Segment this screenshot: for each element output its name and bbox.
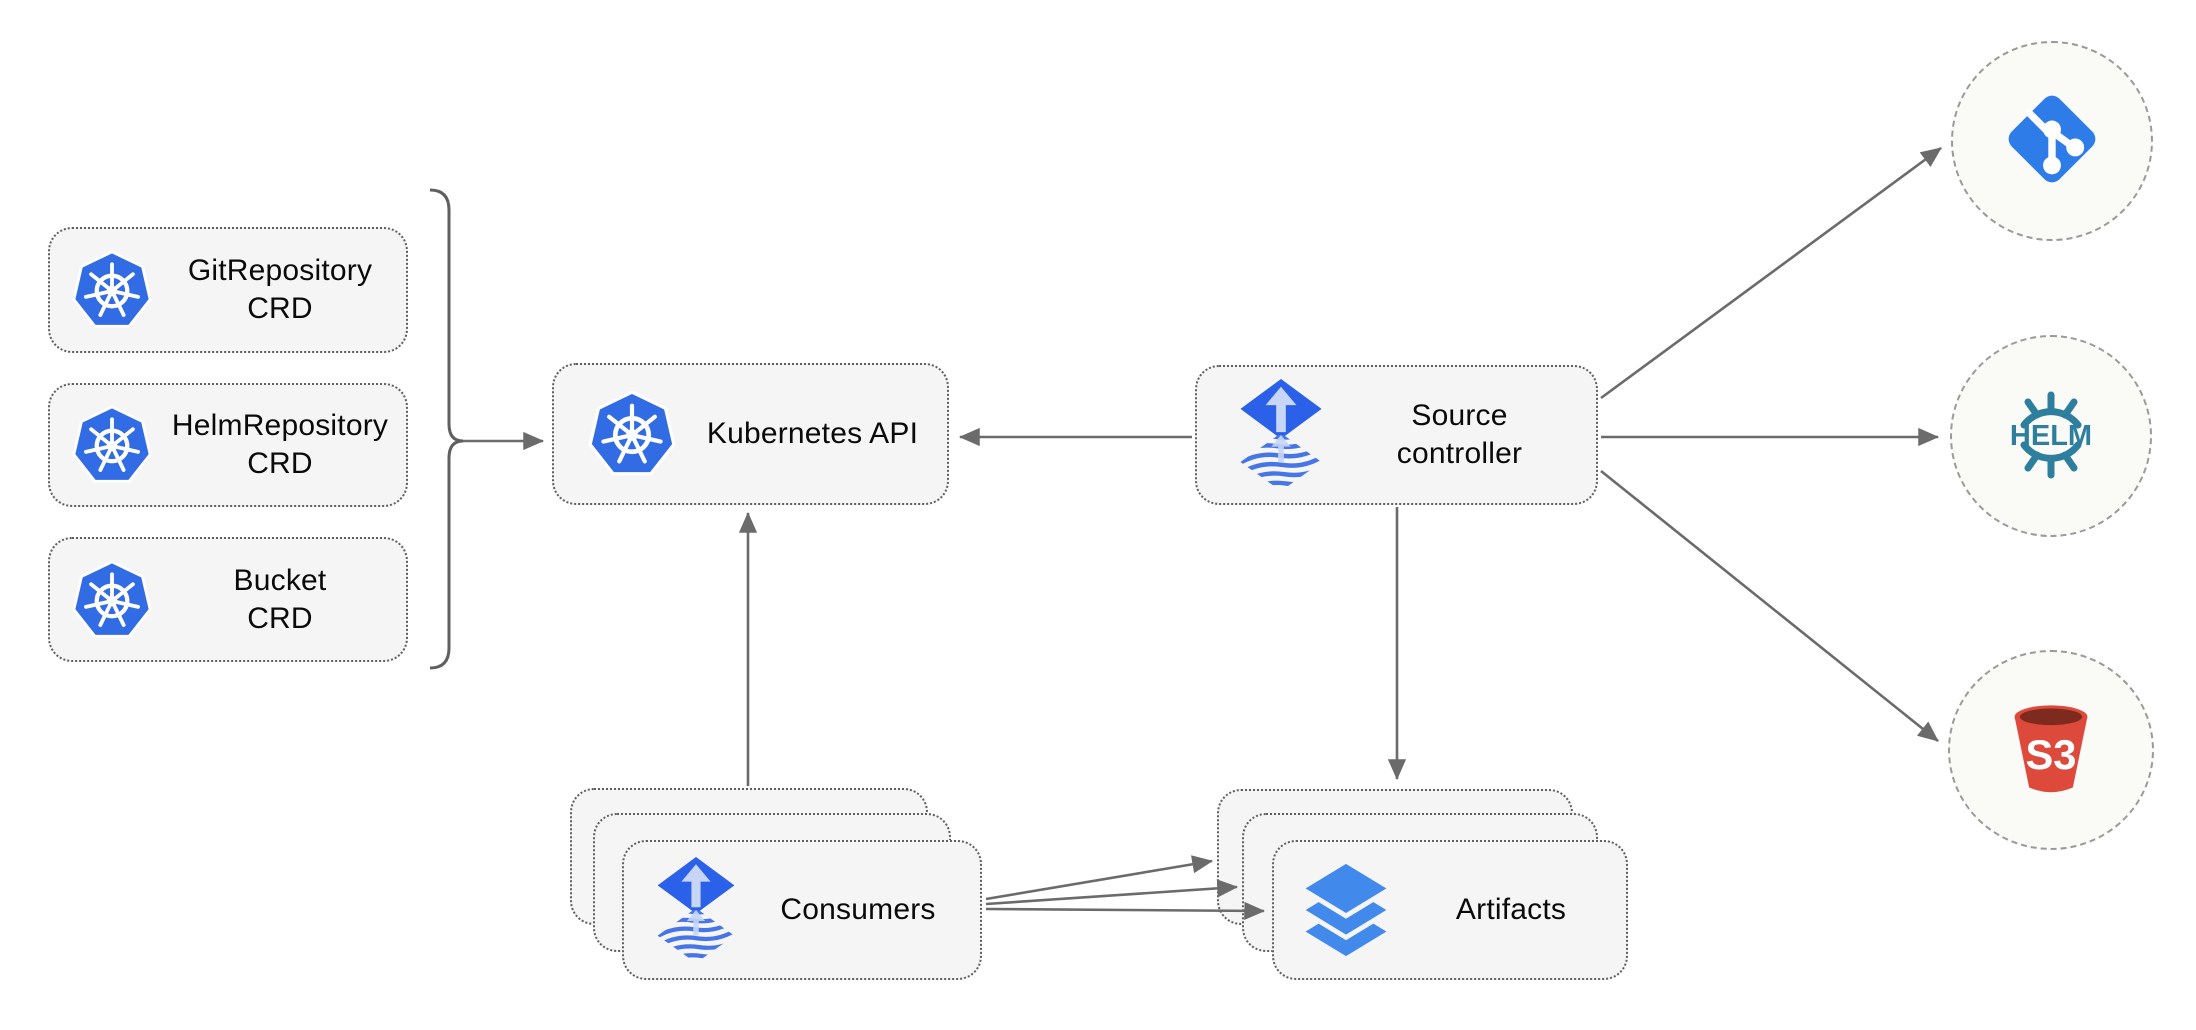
gitrepository-crd-label: GitRepository CRD: [187, 254, 373, 325]
kubernetes-icon: [70, 558, 154, 642]
helm-logo-text: HELM: [2010, 420, 2092, 452]
helm-endpoint-circle: HELM: [1950, 335, 2152, 537]
kubernetes-icon: [70, 248, 154, 332]
arrow-source-to-s3: [1600, 469, 1939, 743]
layers-icon: [1296, 861, 1396, 959]
arrow-source-to-git: [1600, 146, 1942, 400]
helmrepository-crd-label: HelmRepository CRD: [171, 409, 389, 480]
artifacts-label: Artifacts: [1455, 893, 1567, 926]
git-endpoint-circle: [1951, 41, 2153, 241]
gitrepository-crd-node: GitRepository CRD: [48, 227, 408, 353]
s3-endpoint-circle: S3: [1948, 650, 2154, 850]
git-icon: [1994, 81, 2110, 202]
kubernetes-icon: [70, 403, 154, 487]
helmrepository-crd-node: HelmRepository CRD: [48, 383, 408, 507]
crd-group-brace: [429, 188, 464, 670]
kubernetes-api-label: Kubernetes API: [706, 417, 919, 450]
source-controller-label: Source controller: [1396, 399, 1523, 470]
flux-source-icon: [656, 857, 736, 963]
helm-icon: HELM: [2001, 384, 2101, 489]
artifacts-node: Artifacts: [1272, 840, 1628, 980]
flux-source-icon: [1239, 379, 1323, 491]
kubernetes-api-node: Kubernetes API: [552, 363, 949, 505]
s3-logo-text: S3: [2026, 730, 2077, 777]
arrow-consumers-to-artifacts-1: [985, 855, 1214, 901]
source-controller-node: Source controller: [1195, 365, 1598, 505]
s3-bucket-icon: S3: [1999, 696, 2103, 805]
kubernetes-icon: [586, 388, 678, 480]
consumers-node: Consumers: [622, 840, 982, 980]
bucket-crd-node: Bucket CRD: [48, 537, 408, 662]
consumers-label: Consumers: [780, 893, 936, 926]
bucket-crd-label: Bucket CRD: [233, 563, 327, 635]
arrow-consumers-to-artifacts-2: [985, 879, 1239, 906]
